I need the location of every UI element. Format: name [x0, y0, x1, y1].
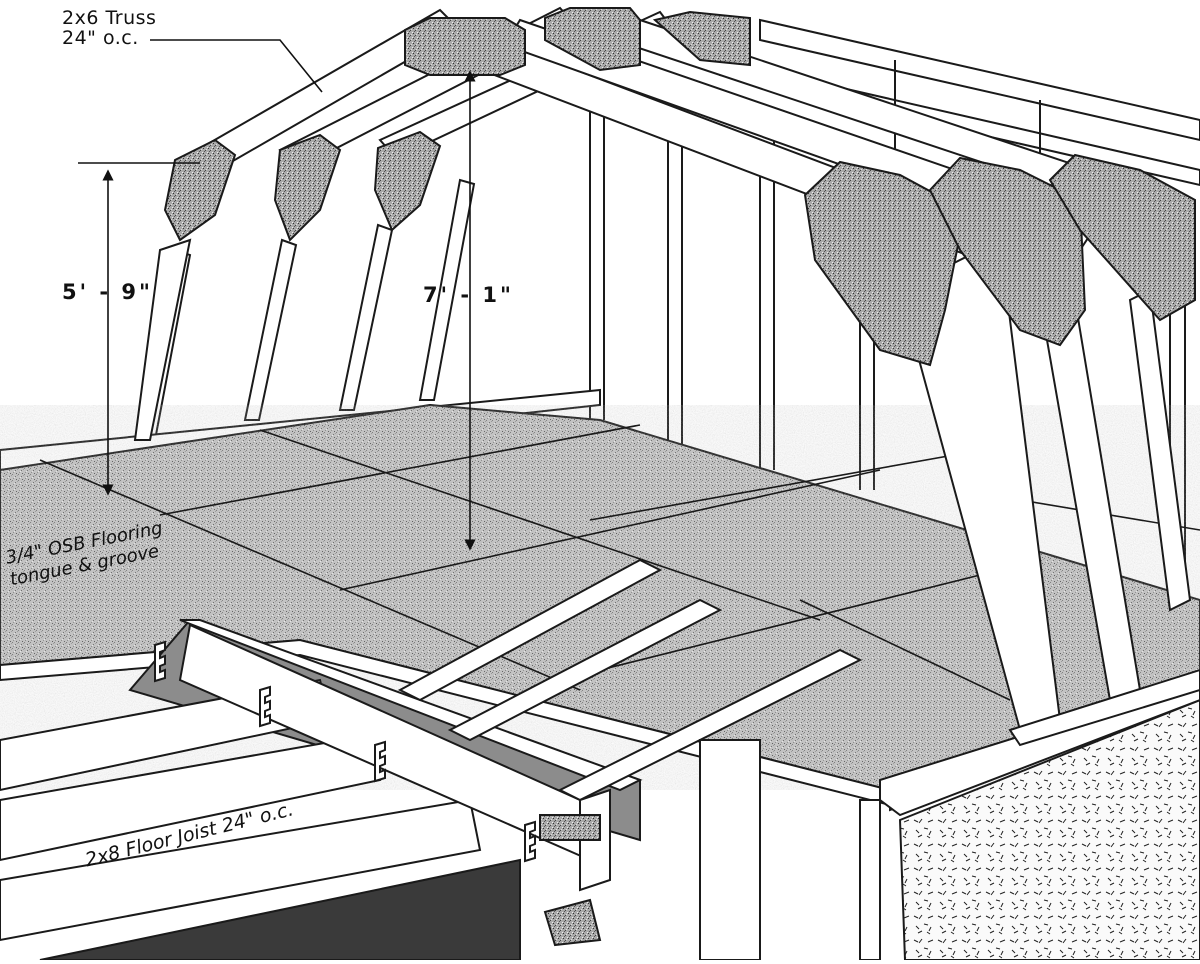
peak-height-label: 7' - 1"	[423, 283, 514, 307]
truss-label-line2: 24" o.c.	[62, 27, 139, 49]
gravel-foundation	[898, 698, 1200, 961]
annotations	[78, 39, 476, 551]
gusset-plates	[163, 7, 1196, 367]
right-top-plate	[1008, 668, 1200, 747]
truss-label-line1: 2x6 Truss	[62, 7, 157, 29]
truss-label: 2x6 Truss 24" o.c.	[62, 8, 156, 48]
wall-height-label: 5' - 9"	[62, 280, 153, 304]
truss-leader-line	[150, 39, 323, 93]
joist-hangers	[154, 640, 536, 863]
